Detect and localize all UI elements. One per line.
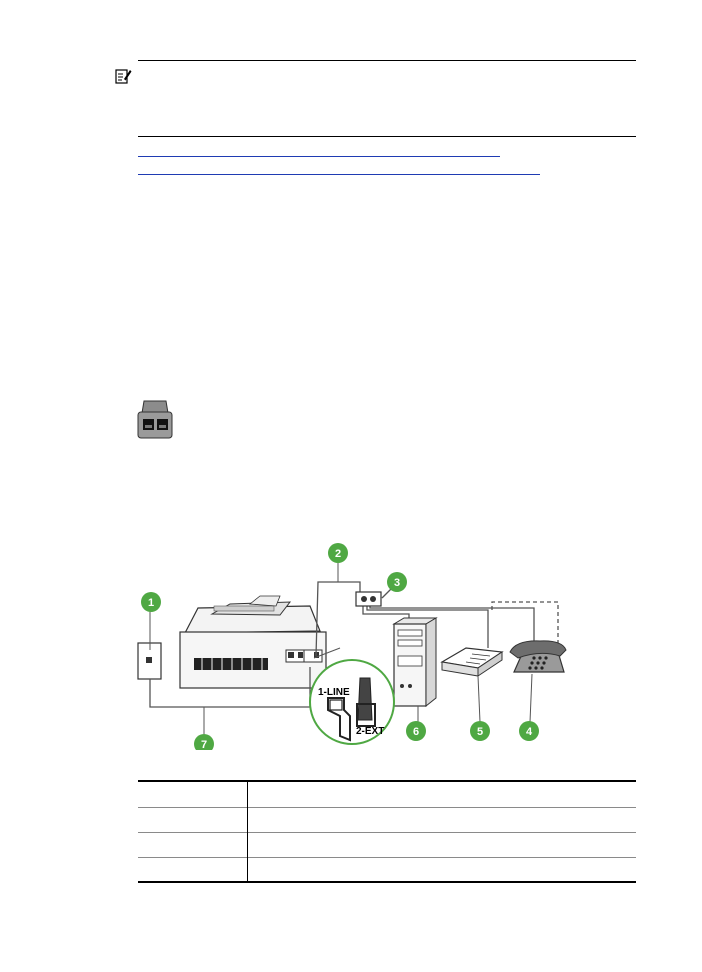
callout-3: 3: [394, 577, 400, 589]
link-1[interactable]: [138, 156, 500, 157]
callout-6: 6: [413, 726, 419, 738]
table-bottom-rule: [138, 881, 636, 883]
modem: [440, 647, 504, 677]
note-top-rule: [138, 60, 636, 61]
parallel-splitter-icon: [136, 398, 176, 442]
table-row-divider: [138, 832, 636, 833]
note-bottom-rule: [138, 136, 636, 137]
callout-7: 7: [201, 739, 207, 750]
table-column-divider: [247, 782, 248, 881]
telephone: [509, 640, 567, 673]
table-row-divider: [138, 807, 636, 808]
callout-1: 1: [148, 597, 154, 609]
note-icon: [114, 67, 132, 85]
link-2[interactable]: [138, 174, 540, 175]
table-top-rule: [138, 780, 636, 782]
callout-4: 4: [526, 726, 533, 738]
callout-2: 2: [335, 548, 341, 560]
connection-diagram: 1-LINE 2-EXT 1 2 3 4 5 6 7: [130, 540, 570, 754]
computer: [392, 617, 438, 708]
splitter: [355, 591, 382, 607]
callout-5: 5: [477, 726, 483, 738]
port-label-line: 1-LINE: [318, 687, 350, 698]
port-detail: [309, 647, 395, 745]
port-label-ext: 2-EXT: [356, 726, 384, 737]
table-row-divider: [138, 857, 636, 858]
printer: [179, 595, 327, 689]
